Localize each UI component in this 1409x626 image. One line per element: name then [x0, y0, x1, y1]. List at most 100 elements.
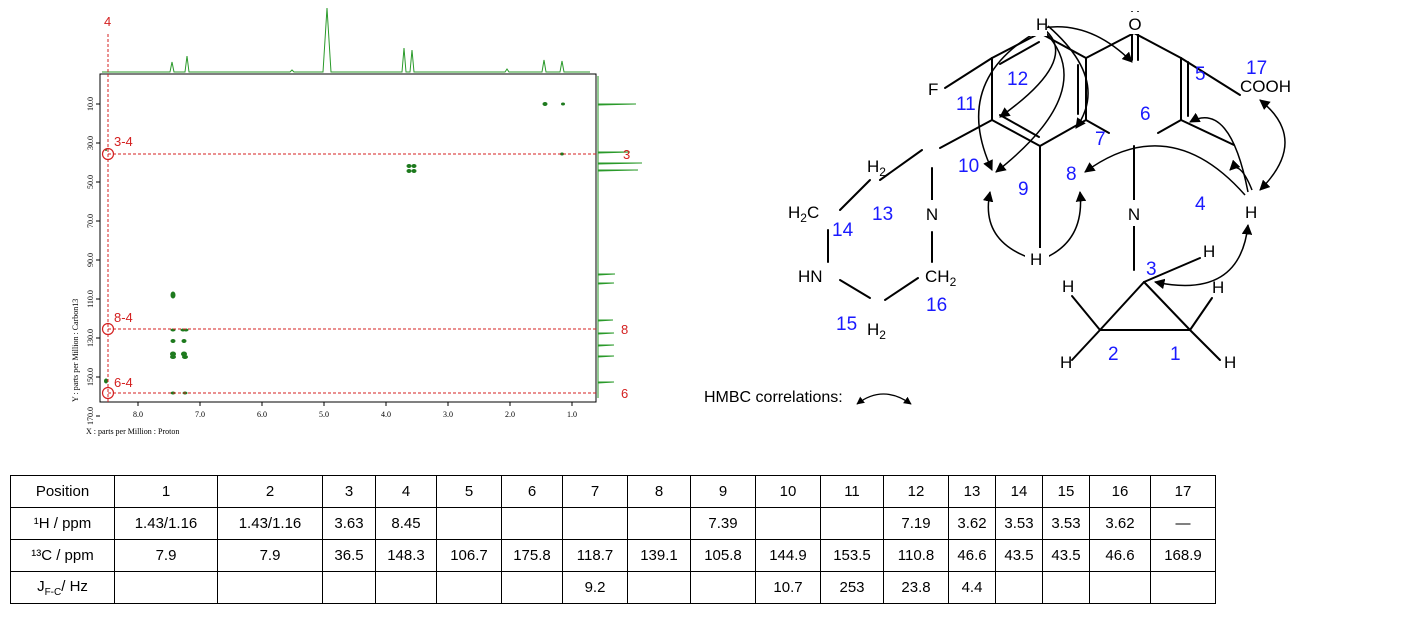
- table-cell: 3: [322, 475, 376, 508]
- table-cell: 118.7: [562, 539, 628, 572]
- side-label-6: 6: [621, 386, 628, 401]
- marker-circle-3-4: [101, 147, 115, 161]
- table-cell: 106.7: [436, 539, 502, 572]
- table-cell: 7.19: [883, 507, 949, 540]
- table-cell: 46.6: [1089, 539, 1151, 572]
- table-cell: 15: [1042, 475, 1090, 508]
- cross-peak: [411, 169, 417, 173]
- table-cell: 43.5: [1042, 539, 1090, 572]
- table-cell: [1150, 571, 1216, 604]
- position-number: 1: [1170, 344, 1181, 365]
- atom-h2c-14: H2C: [788, 203, 819, 225]
- atom-o: O: [1128, 15, 1141, 34]
- position-number: 13: [872, 204, 893, 225]
- table-row: JF-C/ Hz 9.2 10.7 253 23.8 4.4: [10, 571, 1216, 604]
- table-cell: 3.53: [995, 507, 1043, 540]
- marker-circle-8-4: [101, 322, 115, 336]
- x-tick-label: 4.0: [381, 410, 391, 419]
- position-number: 9: [1018, 179, 1029, 200]
- table-cell: [375, 571, 437, 604]
- table-cell: 3.53: [1042, 507, 1090, 540]
- table-cell: 7: [562, 475, 628, 508]
- cross-peak: [104, 378, 108, 384]
- cross-peak: [181, 339, 187, 343]
- table-cell: 10.7: [755, 571, 821, 604]
- side-label-8: 8: [621, 322, 628, 337]
- position-number: 14: [832, 220, 854, 241]
- carbon-1d-trace: [597, 76, 643, 398]
- molecule-structure: H O COOH F N N H H H H H H H H2 H2C HN C…: [788, 11, 1291, 372]
- cross-peak: [406, 164, 412, 168]
- x-tick-label: 2.0: [505, 410, 515, 419]
- marker-label-6-4: 6-4: [114, 375, 133, 390]
- table-cell: 7.9: [217, 539, 323, 572]
- position-number: 16: [926, 295, 947, 316]
- table-cell: 4.4: [948, 571, 996, 604]
- table-cell: 10: [755, 475, 821, 508]
- table-cell: [322, 571, 376, 604]
- marker-label-3-4: 3-4: [114, 134, 133, 149]
- table-cell: 36.5: [322, 539, 376, 572]
- table-row: ¹³C / ppm 7.9 7.9 36.5 148.3 106.7 175.8…: [10, 539, 1216, 572]
- table-cell: 17: [1150, 475, 1216, 508]
- table-cell: 9: [690, 475, 756, 508]
- table-cell: 5: [436, 475, 502, 508]
- x-tick-label: 1.0: [567, 410, 577, 419]
- table-row: ¹H / ppm 1.43/1.16 1.43/1.16 3.63 8.45 7…: [10, 507, 1216, 540]
- hmbc-arrows: [978, 25, 1286, 290]
- y-axis-label: Y : parts per Million : Carbon13: [71, 299, 80, 402]
- atom-h-4: H: [1245, 203, 1257, 222]
- side-label-3: 3: [623, 147, 630, 162]
- table-cell: 43.5: [995, 539, 1043, 572]
- atom-h2-15: H2: [867, 320, 886, 342]
- table-cell: 3.62: [1089, 507, 1151, 540]
- table-cell: 7.39: [690, 507, 756, 540]
- y-tick-label: 90.0: [86, 253, 95, 267]
- atom-n-1: N: [1128, 205, 1140, 224]
- nmr-data-table: Position 1 2 3 4 5 6 7 8 9 10 11 12 13 1…: [10, 475, 1216, 604]
- table-cell: 12: [883, 475, 949, 508]
- y-tick-label: 30.0: [86, 136, 95, 150]
- table-cell: 139.1: [627, 539, 691, 572]
- atom-h-1b: H: [1224, 353, 1236, 372]
- cross-peak: [182, 355, 188, 359]
- position-number: 8: [1066, 164, 1077, 185]
- table-cell: [690, 571, 756, 604]
- x-tick-label: 6.0: [257, 410, 267, 419]
- table-cell: [501, 507, 563, 540]
- table-cell: 153.5: [820, 539, 884, 572]
- table-cell: 1.43/1.16: [217, 507, 323, 540]
- curved-arrow-icon: [856, 393, 912, 405]
- position-number: 7: [1095, 129, 1106, 150]
- table-cell: 144.9: [755, 539, 821, 572]
- table-cell: [1042, 571, 1090, 604]
- marker-label-8-4: 8-4: [114, 310, 133, 325]
- table-cell: 3.63: [322, 507, 376, 540]
- x-axis-label: X : parts per Million : Proton: [86, 427, 179, 436]
- table-cell: 253: [820, 571, 884, 604]
- atom-hn: HN: [798, 267, 823, 286]
- table-cell: [436, 507, 502, 540]
- cross-peak: [542, 102, 548, 106]
- table-cell: 175.8: [501, 539, 563, 572]
- cross-peak: [170, 291, 176, 299]
- position-number: 12: [1007, 69, 1028, 90]
- cross-peak: [560, 152, 564, 156]
- hmbc-legend-text: HMBC correlations:: [704, 389, 843, 406]
- table-cell: 13: [948, 475, 996, 508]
- position-number: 17: [1246, 58, 1267, 79]
- cross-peak: [411, 164, 417, 168]
- y-tick-label: 70.0: [86, 214, 95, 228]
- position-number: 3: [1146, 259, 1157, 280]
- position-number: 10: [958, 156, 979, 177]
- table-cell: [501, 571, 563, 604]
- y-tick-label: 10.0: [86, 97, 95, 111]
- correlation-markers: [107, 34, 596, 402]
- hmbc-legend: HMBC correlations:: [704, 386, 921, 410]
- x-tick-label: 5.0: [319, 410, 329, 419]
- table-cell: [114, 571, 218, 604]
- table-cell: 8: [627, 475, 691, 508]
